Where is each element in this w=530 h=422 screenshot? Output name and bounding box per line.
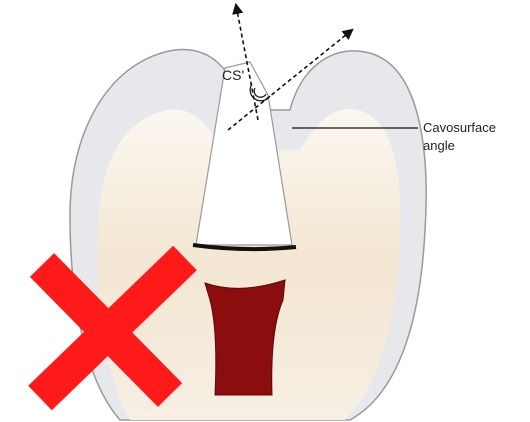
- cavosurface-label-line1: Cavosurface: [423, 120, 496, 135]
- cavosurface-label-line2: angle: [423, 138, 455, 153]
- cs-prime-label: CS': [222, 67, 244, 83]
